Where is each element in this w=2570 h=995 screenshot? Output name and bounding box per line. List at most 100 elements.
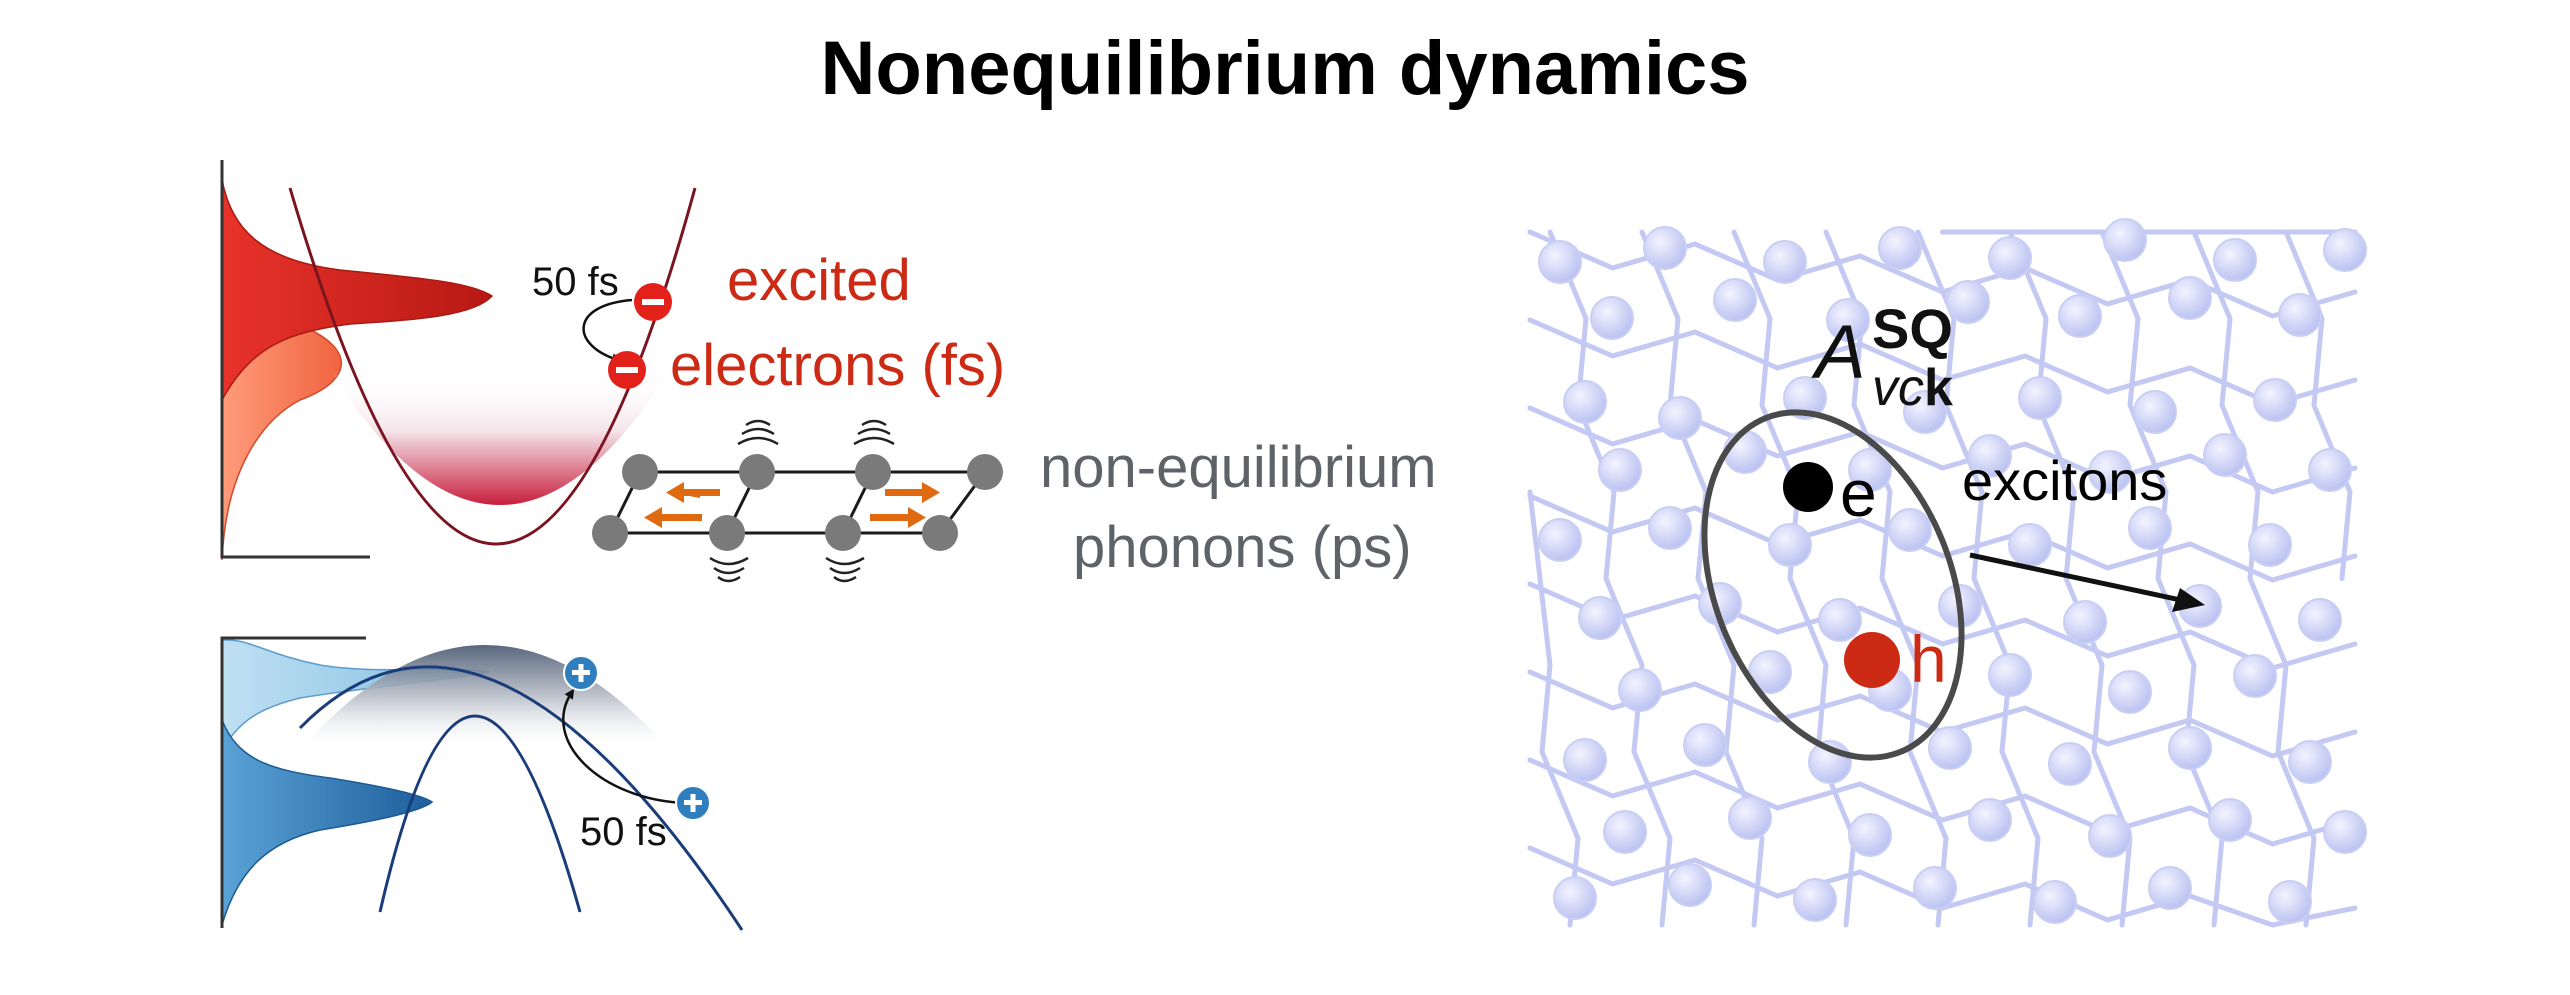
lattice-atom — [2088, 814, 2132, 858]
lattice-atom — [2048, 742, 2092, 786]
lattice-atom — [1783, 376, 1827, 420]
lattice-atom — [2103, 218, 2147, 262]
valence-band-curve-1 — [298, 665, 744, 931]
hole-relaxation-arrow — [562, 688, 687, 805]
lattice-atom — [1713, 278, 1757, 322]
phonons-label-line1: non-equilibrium — [1040, 435, 1437, 500]
electron-time-label: 50 fs — [532, 260, 619, 304]
lattice-atom — [1723, 430, 1767, 474]
exciton-amplitude-superscript: SQ — [1872, 297, 1953, 360]
phonon-displacement-arrows — [644, 482, 940, 528]
valence-axis — [220, 636, 366, 928]
lattice-atom — [1598, 448, 1642, 492]
lattice-atom — [1968, 798, 2012, 842]
lattice-atom — [1683, 723, 1727, 767]
page-title: Nonequilibrium dynamics — [820, 26, 1750, 111]
lattice-atom — [1928, 726, 1972, 770]
electron-label: e — [1840, 456, 1877, 530]
lattice-atom — [2008, 523, 2052, 567]
lattice-atom — [1538, 240, 1582, 284]
exciton-motion-arrow — [1969, 552, 2191, 605]
lattice-atom — [1728, 796, 1772, 840]
lattice-atom — [1903, 390, 1947, 434]
lattice-atom — [2288, 740, 2332, 784]
lattice-atom — [1658, 396, 1702, 440]
lattice-atom — [1578, 596, 1622, 640]
lattice-atom — [2208, 798, 2252, 842]
lattice-atom — [2063, 600, 2107, 644]
lattice-atom — [1590, 296, 1634, 340]
lattice-atom — [2058, 294, 2102, 338]
hole-time-label: 50 fs — [580, 810, 667, 854]
electron-dot — [1783, 462, 1833, 512]
valence-band-panel: 50 fs — [220, 636, 744, 931]
lattice-atom — [2133, 390, 2177, 434]
lattice-atom — [1643, 226, 1687, 270]
lattice-atom — [1848, 448, 1892, 492]
conduction-band-fill — [330, 370, 670, 505]
lattice-atom — [1668, 863, 1712, 907]
lattice-atom — [2323, 810, 2367, 854]
plus-circle-icon — [675, 785, 711, 821]
phonon-atoms — [592, 454, 1003, 551]
minus-circle-icon — [634, 283, 672, 321]
minus-circle-icon — [608, 351, 646, 389]
hole-label: h — [1910, 622, 1947, 696]
phonons-label-line2: phonons (ps) — [1073, 515, 1412, 580]
conduction-band-panel: 50 fs — [220, 160, 697, 561]
valence-band-fill — [300, 645, 670, 750]
lattice-atom — [1563, 738, 1607, 782]
vibration-marks — [709, 419, 895, 583]
lattice-atom — [1618, 668, 1662, 712]
lattice-atom — [2268, 880, 2312, 924]
valence-band-curve-2 — [378, 714, 582, 913]
lattice-atom — [2308, 448, 2352, 492]
excited-electrons-label-line2: electrons (fs) — [670, 333, 1005, 398]
lattice-atom — [1878, 226, 1922, 270]
lattice-atom — [1988, 653, 2032, 697]
excited-electrons-label-line1: excited — [727, 248, 911, 313]
lattice-atom — [1563, 380, 1607, 424]
lattice-atom — [2018, 376, 2062, 420]
lattice-atom — [1603, 810, 1647, 854]
exciton-lattice-panel: e h A SQ vck excitons — [1527, 218, 2367, 928]
lattice-atom — [1826, 298, 1870, 342]
lattice-atom — [1913, 866, 1957, 910]
lattice-atom — [1988, 236, 2032, 280]
lattice-atom — [2148, 866, 2192, 910]
exciton-amplitude-symbol: A — [1811, 310, 1866, 395]
lattice-atom — [2168, 276, 2212, 320]
lattice-atom — [1538, 518, 1582, 562]
lattice-atom — [2298, 598, 2342, 642]
lattice-atom — [2278, 293, 2322, 337]
lattice-atom — [2088, 450, 2132, 494]
lattice-atom — [1553, 876, 1597, 920]
exciton-envelope — [1701, 409, 1965, 761]
lattice-atom — [2213, 238, 2257, 282]
lattice-atom — [2108, 670, 2152, 714]
lattice-atom — [2233, 654, 2277, 698]
lattice-atom — [2253, 378, 2297, 422]
lattice-atom — [1946, 280, 1990, 324]
lattice-atom — [1848, 813, 1892, 857]
electron-relaxation-arrow — [582, 298, 633, 363]
lattice-atom — [1818, 598, 1862, 642]
lattice-atom — [1793, 878, 1837, 922]
lattice-atom — [1768, 523, 1812, 567]
exciton-amplitude-subscript: vck — [1872, 359, 1953, 417]
lattice-atom — [2203, 433, 2247, 477]
lattice-atom — [2168, 726, 2212, 770]
lattice-atoms — [1538, 218, 2367, 924]
conduction-axis — [220, 160, 370, 559]
lattice-atom — [1888, 508, 1932, 552]
electron-distribution-excited — [221, 179, 494, 401]
lattice-atom — [1648, 506, 1692, 550]
phonon-lattice — [592, 419, 1003, 583]
lattice-atom — [1968, 434, 2012, 478]
hole-dot — [1844, 632, 1900, 688]
lattice-atom — [2033, 880, 2077, 924]
lattice-atom — [2128, 506, 2172, 550]
plus-circle-icon — [563, 655, 599, 691]
hole-distribution-dark — [221, 719, 434, 926]
lattice-atom — [2323, 228, 2367, 272]
